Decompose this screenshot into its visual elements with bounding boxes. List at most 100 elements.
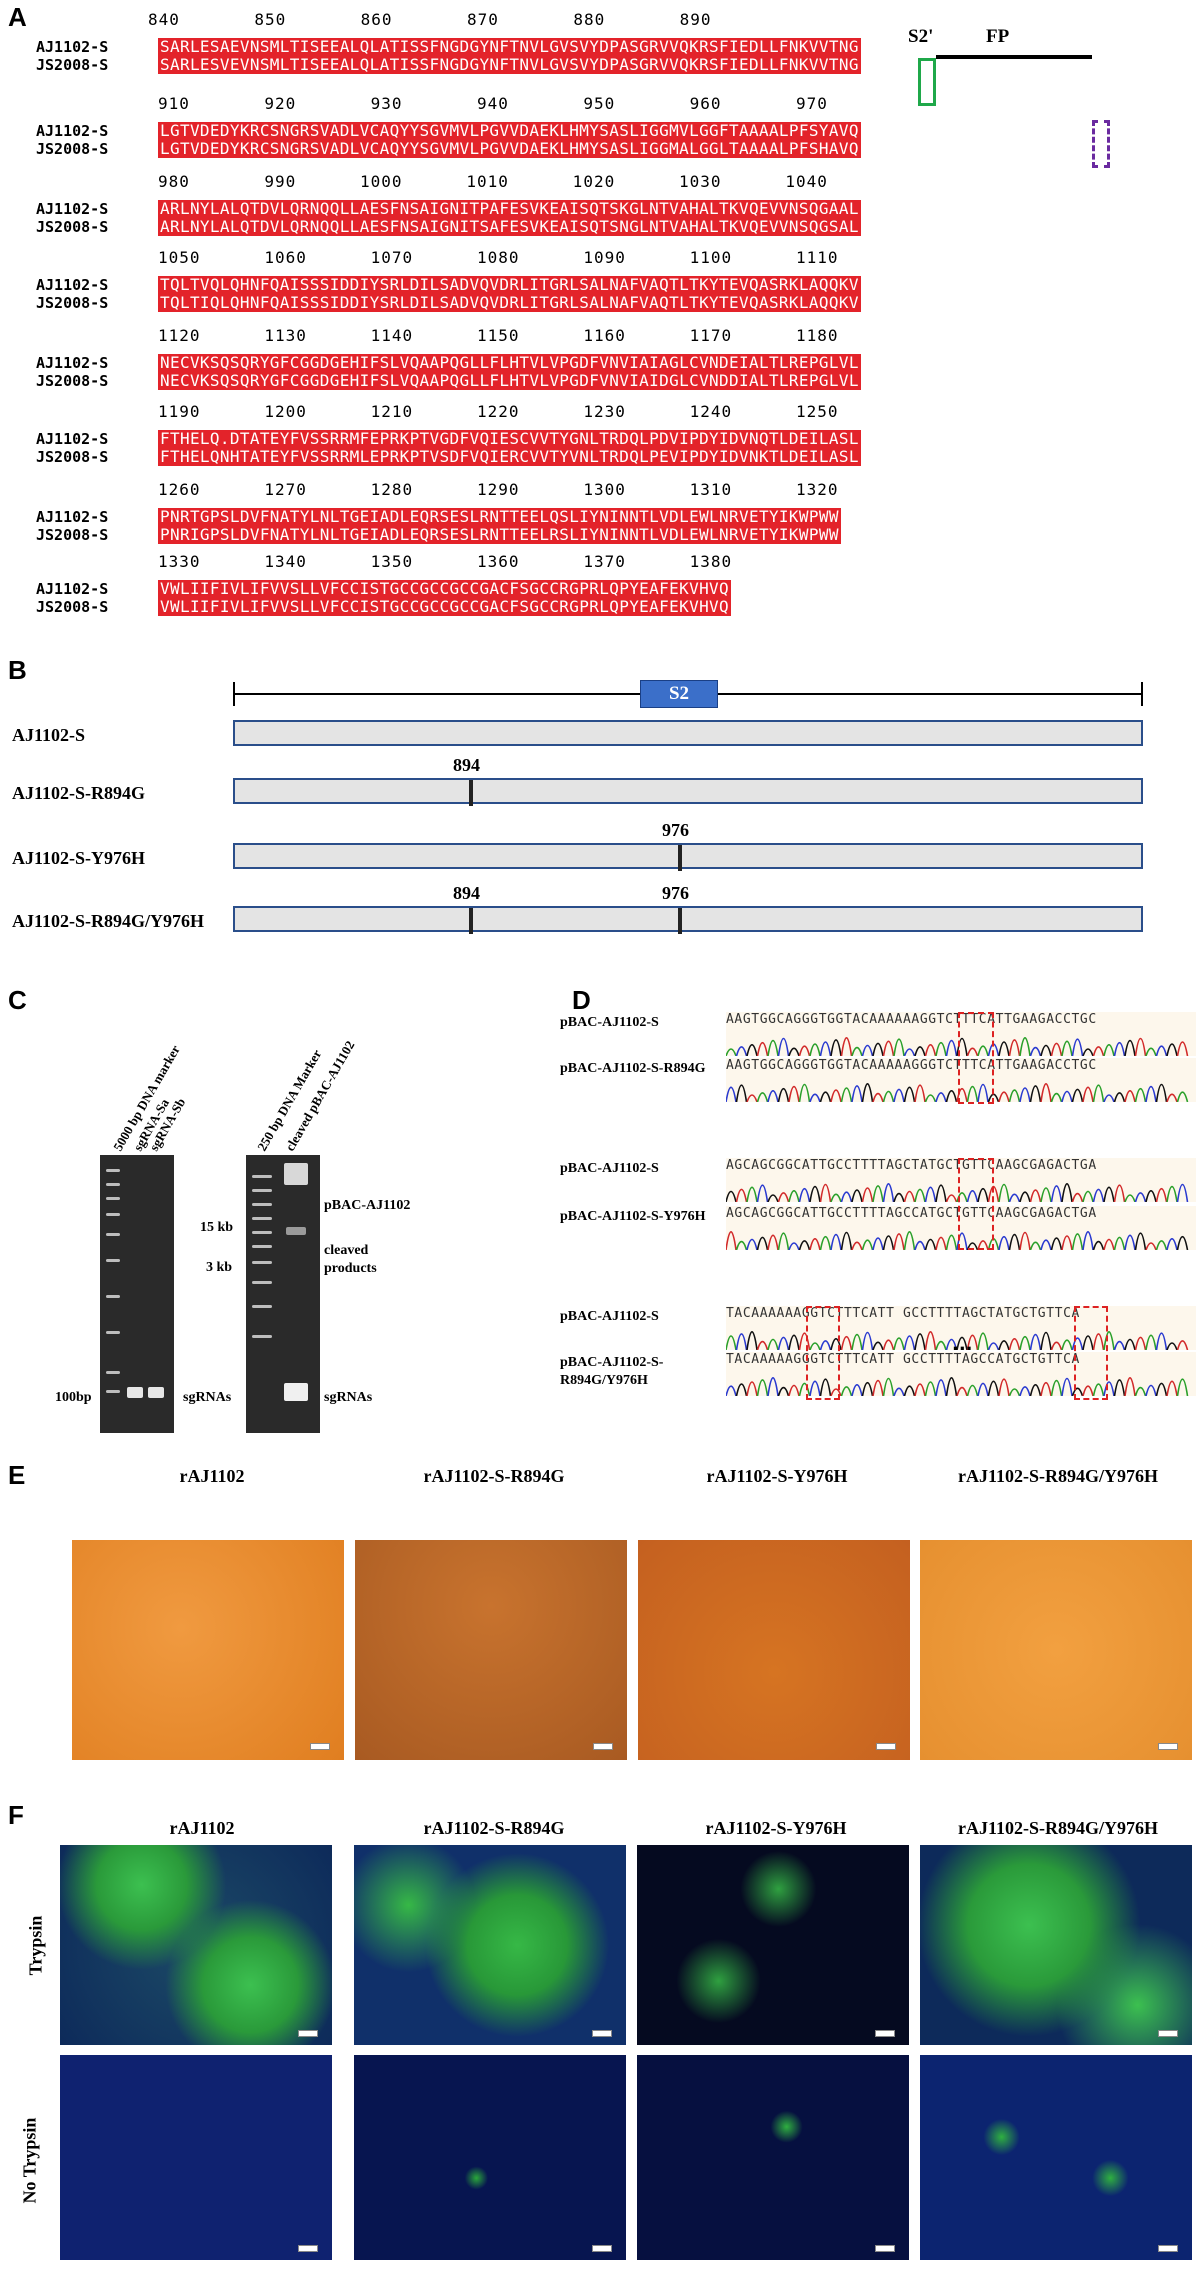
chromatogram-trace: TACAAAAAGGGTCTTTCATT GCCTTTTAGCCATGCTGTT…	[726, 1352, 1196, 1396]
mutation-site-box	[958, 1012, 994, 1104]
chromatogram-peak	[903, 1190, 916, 1202]
chromatogram-peak	[1040, 1381, 1052, 1396]
chromatogram-peak	[809, 1043, 821, 1056]
chromatogram-peak	[830, 1089, 842, 1102]
chromatogram-peak	[924, 1044, 937, 1056]
construct-bar-double	[233, 906, 1143, 934]
chromatogram-basecalls: TACAAAAAAGGTCTTTCATT GCCTTTTAGCTATGCTGTT…	[726, 1306, 1080, 1321]
chromatogram-peak	[966, 1384, 979, 1396]
cpe-image-y976h	[638, 1540, 910, 1760]
chromatogram-peak	[1166, 1342, 1178, 1350]
gel-marker-3kb: 3 kb	[206, 1260, 233, 1275]
chromatogram-label: pBAC-AJ1102-S	[560, 1015, 659, 1030]
chromatogram-peak	[893, 1038, 905, 1056]
chromatogram-basecalls: AAGTGGCAGGGTGGTACAAAAAGGGTCTTTCATTGAAGAC…	[726, 1058, 1097, 1073]
chromatogram-peaks	[726, 1183, 1189, 1202]
chromatogram-peak	[851, 1189, 863, 1202]
chromatogram-peak	[851, 1085, 863, 1102]
chromatogram-peak	[1061, 1235, 1073, 1250]
chromatogram-peak	[788, 1384, 800, 1396]
chromatogram-peak	[1134, 1192, 1147, 1202]
chromatogram-peak	[840, 1335, 853, 1350]
chromatogram-peak	[1008, 1233, 1021, 1250]
chromatogram-peak	[1145, 1047, 1157, 1056]
chromatogram-peak	[935, 1041, 947, 1056]
chromatogram-peak	[767, 1194, 779, 1202]
chromatogram-peak	[1155, 1240, 1168, 1250]
marker-band	[106, 1169, 120, 1172]
chromatogram-peak	[1113, 1340, 1126, 1350]
chromatogram-peak	[1019, 1386, 1031, 1396]
chromatogram-label: pBAC-AJ1102-S	[560, 1161, 659, 1176]
chromatogram-peak	[893, 1192, 905, 1202]
chromatogram-peak	[861, 1044, 874, 1056]
chromatogram-peak	[882, 1377, 895, 1396]
chromatogram-peak	[777, 1087, 790, 1102]
mutation-tick-894-double	[469, 908, 473, 934]
chromatogram-peak	[1134, 1386, 1147, 1396]
chromatogram-peak	[914, 1084, 926, 1102]
sequence-name: JS2008-S	[36, 526, 109, 544]
chromatogram-basecalls: AGCAGCGGCATTGCCTTTTAGCCATGCTGTTCAAGCGAGA…	[726, 1206, 1097, 1221]
ifa-row-label-trypsin: Trypsin	[25, 1915, 46, 1976]
ifa-notrypsin-r894g	[354, 2055, 626, 2260]
chromatogram-peak	[1124, 1377, 1136, 1396]
chromatogram-peak	[872, 1379, 884, 1396]
marker-band	[252, 1231, 272, 1234]
scale-bar	[1158, 1743, 1178, 1750]
chromatogram-peak	[1082, 1048, 1094, 1056]
chromatogram-basecalls: AAGTGGCAGGGTGGTACAAAAAAGGTCTTTCATTGAAGAC…	[726, 1012, 1097, 1027]
cpe-title-4: rAJ1102-S-R894G/Y976H	[958, 1466, 1158, 1486]
alignment-numbering: 1260 1270 1280 1290 1300 1310 1320	[158, 480, 839, 499]
cpe-title-2: rAJ1102-S-R894G	[423, 1466, 565, 1486]
ifa-notrypsin-y976h	[637, 2055, 909, 2260]
chromatogram-peak	[977, 1187, 989, 1202]
chromatogram-peak	[998, 1183, 1010, 1202]
chromatogram-peak	[1029, 1085, 1042, 1102]
chromatogram-peak	[1040, 1239, 1052, 1250]
chromatogram-peak	[1134, 1232, 1147, 1250]
cpe-image-double	[920, 1540, 1192, 1760]
chromatogram-peak	[935, 1379, 947, 1396]
s2prime-cleavage-box	[918, 58, 936, 106]
scale-bar	[593, 1743, 613, 1750]
chromatogram-peak	[893, 1337, 905, 1350]
chromatogram-peak	[788, 1085, 800, 1102]
chromatogram-peak	[956, 1386, 968, 1396]
chromatogram-peak	[914, 1188, 926, 1202]
chromatogram-peak	[756, 1379, 769, 1396]
chromatogram-peak	[914, 1333, 926, 1350]
mutation-number-976-double: 976	[662, 883, 689, 903]
ifa-row-label-no-trypsin: No Trypsin	[19, 2117, 40, 2204]
chromatogram-peak	[1050, 1341, 1063, 1350]
chromatogram-peak	[819, 1091, 832, 1102]
sequence-name: JS2008-S	[36, 448, 109, 466]
chromatogram-peak	[945, 1377, 958, 1396]
gel-left	[100, 1155, 174, 1433]
chromatogram-peak	[966, 1242, 979, 1250]
ifa-trypsin-y976h	[637, 1845, 909, 2045]
marker-band	[252, 1335, 272, 1338]
chromatogram-peak	[1019, 1087, 1031, 1102]
chromatogram-peak	[1040, 1187, 1052, 1202]
s2prime-label: S2'	[908, 26, 934, 47]
marker-band	[106, 1197, 120, 1200]
ellipsis: ...	[952, 1334, 973, 1355]
chromatogram-peak	[1113, 1041, 1126, 1056]
mutation-tick-894	[469, 780, 473, 806]
chromatogram-peak	[819, 1041, 832, 1056]
scale-bar	[1158, 2030, 1178, 2037]
chromatogram-peak	[977, 1045, 989, 1056]
chromatogram-peak	[1029, 1384, 1042, 1396]
marker-band	[106, 1259, 120, 1262]
chromatogram-peaks	[726, 1331, 1189, 1350]
chromatogram-peak	[777, 1386, 790, 1396]
chromatogram-peak	[977, 1382, 989, 1396]
chromatogram-peak	[998, 1340, 1010, 1350]
chromatogram-peak	[1113, 1092, 1126, 1102]
gel-right	[246, 1155, 320, 1433]
chromatogram-peak	[735, 1333, 748, 1350]
chromatogram-peak	[1103, 1186, 1115, 1202]
chromatogram-peak	[903, 1385, 916, 1396]
chromatogram-peak	[1145, 1190, 1157, 1202]
